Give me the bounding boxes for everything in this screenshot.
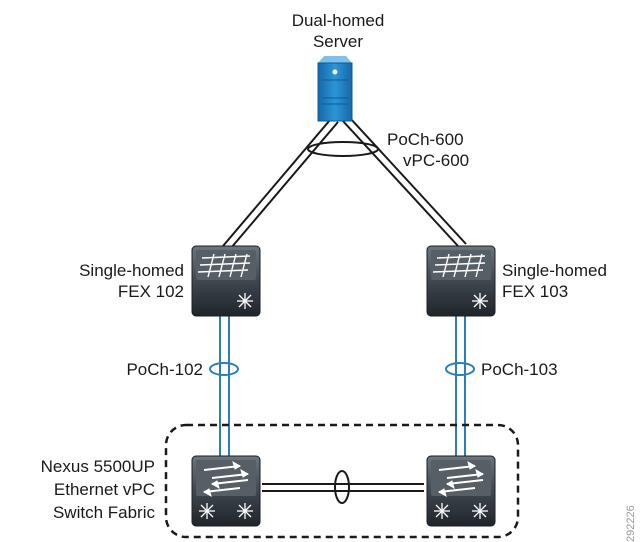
fabric-label-line2: Ethernet vPC <box>54 480 155 499</box>
fex103-label-line2: FEX 103 <box>502 282 568 301</box>
server-to-fex103-link <box>341 117 467 247</box>
poch-102-label: PoCh-102 <box>126 360 203 379</box>
fabric-boundary <box>164 423 520 539</box>
poch-103-bundle-ring <box>445 362 475 376</box>
fex102-label-line2: FEX 102 <box>118 282 184 301</box>
poch-103-label: PoCh-103 <box>481 360 558 379</box>
peer-link-bundle-ring <box>334 470 350 504</box>
nexus-switch-left-icon[interactable] <box>191 455 261 527</box>
fex103-label-line1: Single-homed <box>502 261 607 280</box>
poch-600-label: PoCh-600 <box>387 130 464 149</box>
fabric-label-line3: Switch Fabric <box>53 503 156 522</box>
fex103-uplink <box>455 316 466 456</box>
fex-103-icon[interactable] <box>426 245 496 317</box>
vpc-600-label: vPC-600 <box>403 151 469 170</box>
figure-id: 292226 <box>625 505 637 542</box>
server-label-line1: Dual-homed <box>292 11 385 30</box>
fex102-uplink <box>219 316 230 456</box>
fex102-label-line1: Single-homed <box>79 261 184 280</box>
server-label-line2: Server <box>313 32 363 51</box>
poch-102-bundle-ring <box>209 362 239 376</box>
poch-600-bundle-ring <box>307 141 379 157</box>
server-to-fex102-link <box>222 119 339 249</box>
server-icon[interactable] <box>317 56 353 122</box>
fex-102-icon[interactable] <box>191 245 261 317</box>
fabric-label-line1: Nexus 5500UP <box>41 457 155 476</box>
nexus-switch-right-icon[interactable] <box>426 455 496 527</box>
vpc-peer-link <box>262 483 424 492</box>
